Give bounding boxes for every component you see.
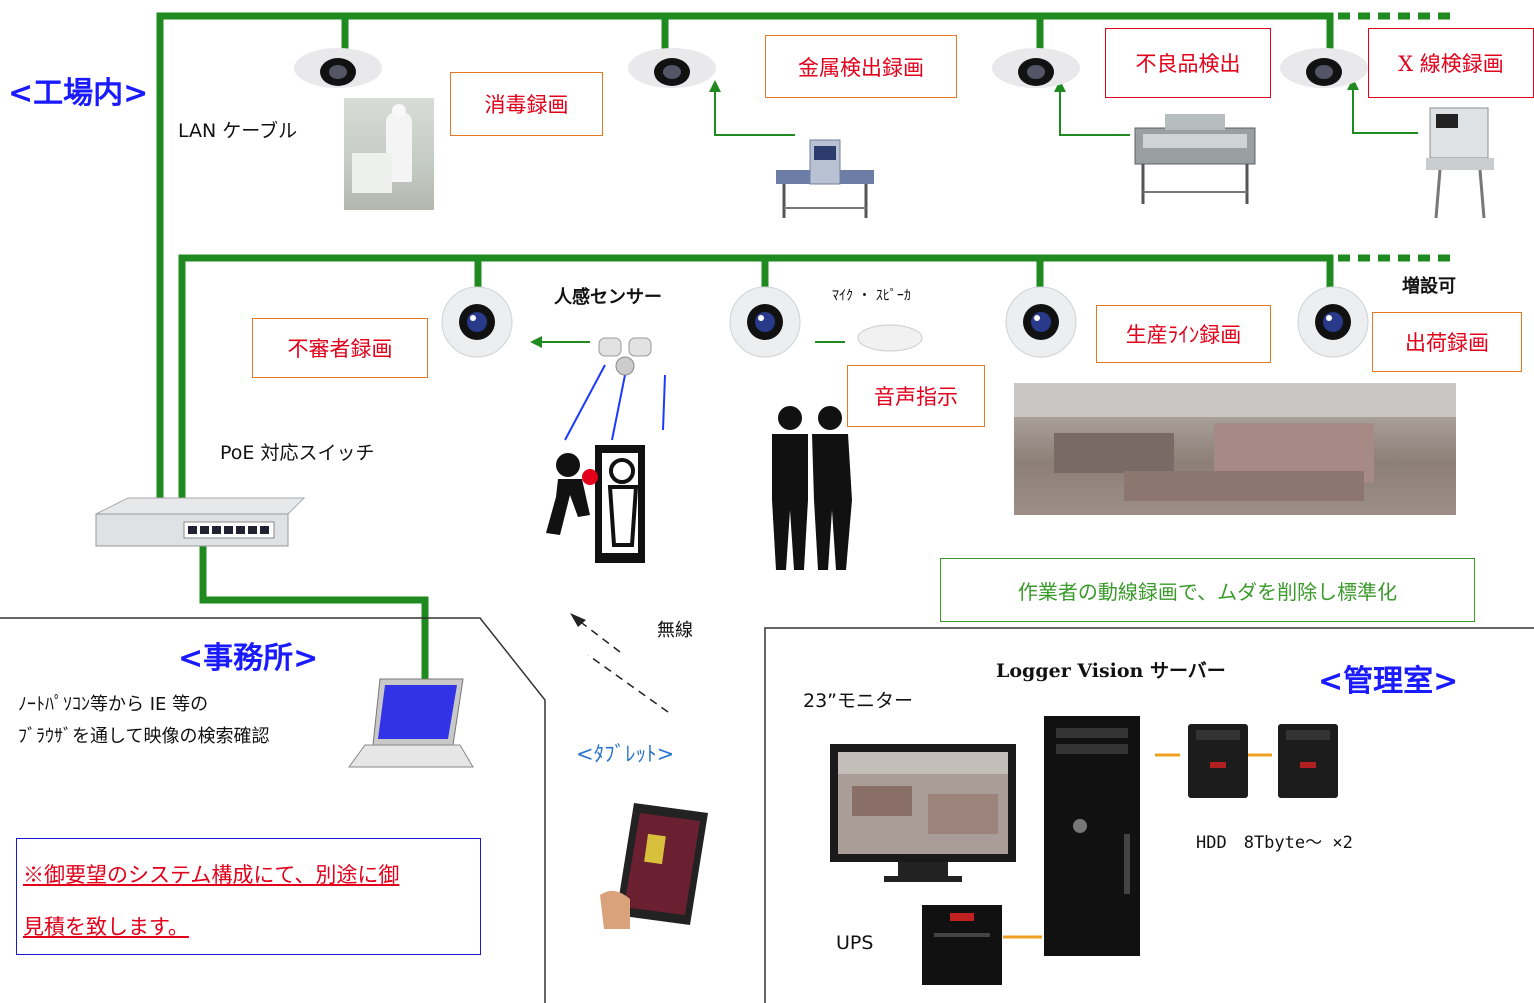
expandable-label: 増設可	[1402, 276, 1456, 297]
mic-speaker-label: ﾏｲｸ ・ ｽﾋﾟｰｶ	[832, 288, 911, 304]
dome-camera-icon	[1278, 42, 1370, 90]
dome-camera-icon	[626, 42, 718, 90]
dome-camera-icon	[292, 42, 384, 90]
dome-camera-icon	[990, 42, 1082, 90]
disinfect-recording-box: 消毒録画	[450, 72, 603, 136]
fisheye-camera-icon	[1296, 285, 1370, 359]
monitor-label: 23”モニター	[803, 690, 914, 712]
server-tower-icon	[1042, 714, 1142, 959]
estimate-note-line1: ※御要望のシステム構成にて、別途に御	[23, 863, 400, 887]
tablet-label: <ﾀﾌﾞﾚｯﾄ>	[576, 742, 675, 766]
wireless-label: 無線	[657, 620, 693, 641]
laptop-icon	[345, 675, 475, 775]
poe-switch-label: PoE 対応スイッチ	[220, 442, 375, 464]
intruder-pictogram	[540, 435, 680, 565]
shipping-recording-box: 出荷録画	[1372, 312, 1522, 372]
intruder-recording-box: 不審者録画	[252, 318, 428, 378]
workers-silhouette	[762, 400, 857, 572]
lan-cable-label: LAN ケーブル	[178, 120, 298, 142]
production-floor-photo	[1014, 383, 1456, 515]
microphone-speaker-icon	[855, 318, 925, 354]
laptop-caption-line1: ﾉｰﾄﾊﾟｿｺﾝ等から IE 等の	[18, 694, 209, 715]
fisheye-camera-icon	[440, 285, 514, 359]
tablet-icon	[600, 795, 710, 930]
motion-sensor-light-icon	[595, 330, 655, 380]
xray-recording-box: X 線検録画	[1368, 28, 1534, 98]
estimate-note-line2: 見積を致します。	[23, 915, 189, 939]
fisheye-camera-icon	[1004, 285, 1078, 359]
server-label: Logger Vision サーバー	[996, 660, 1226, 682]
hdd-label: HDD 8Tbyte～ ×2	[1196, 833, 1353, 853]
voice-instruction-box: 音声指示	[847, 365, 985, 427]
defect-detection-box: 不良品検出	[1105, 28, 1271, 98]
laptop-caption-line2: ﾌﾞﾗｳｻﾞを通して映像の検索確認	[18, 726, 270, 747]
production-line-recording-box: 生産ﾗｲﾝ録画	[1096, 305, 1271, 363]
fisheye-camera-icon	[728, 285, 802, 359]
ups-icon	[920, 903, 1004, 987]
inspection-machine	[1125, 108, 1265, 208]
section-factory: <工場内>	[8, 76, 149, 111]
section-office: <事務所>	[178, 641, 319, 676]
estimate-note-box: ※御要望のシステム構成にて、別途に御 見積を致します。	[16, 838, 481, 955]
metal-detector-machine	[770, 130, 880, 220]
poe-switch	[88, 492, 308, 552]
hdd-unit-icon	[1276, 722, 1340, 800]
motion-sensor-label: 人感センサー	[554, 287, 662, 308]
section-control-room: <管理室>	[1318, 664, 1459, 699]
hdd-unit-icon	[1186, 722, 1250, 800]
worker-flow-box: 作業者の動線録画で、ムダを削除し標準化	[940, 558, 1475, 622]
xray-machine	[1420, 100, 1500, 220]
disinfection-photo	[344, 98, 434, 210]
metal-detect-recording-box: 金属検出録画	[765, 35, 957, 98]
monitor-icon	[828, 742, 1018, 887]
ups-label: UPS	[836, 932, 874, 954]
